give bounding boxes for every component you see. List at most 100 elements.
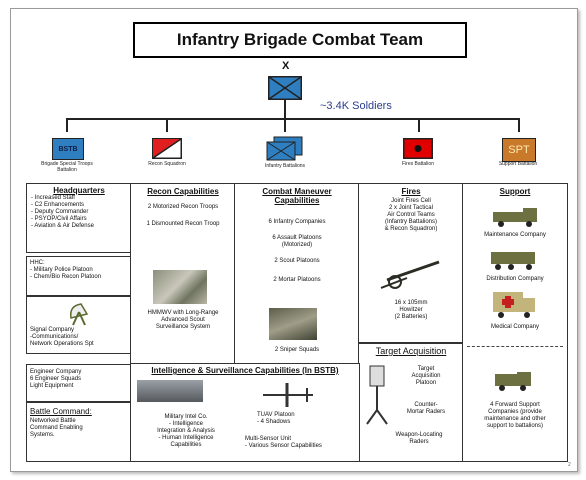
recon-item: 1 Dismounted Recon Troop [146, 221, 220, 227]
maneuver-item: 6 Assault Platoons (Motorized) [272, 235, 322, 248]
slide-frame [10, 8, 578, 472]
intel-title: Intelligence & Surveillance Capabilities… [151, 366, 339, 375]
distribution-truck-icon [491, 252, 535, 270]
support-item: Maintenance Company [484, 232, 546, 238]
target-line: Acquisition [411, 373, 441, 379]
fires-line: Joint Fires Cell [391, 198, 431, 204]
howitzer-line: (2 Batteries) [394, 314, 428, 320]
recon-title: Recon Capabilities [147, 187, 219, 196]
radar-line: Mortar Raders [406, 409, 446, 415]
brigade-symbol [268, 76, 302, 100]
maneuver-box: Combat Maneuver Capabilities 6 Infantry … [234, 183, 360, 365]
intel-box: Intelligence & Surveillance Capabilities… [130, 363, 360, 462]
engineer-box: Engineer Company 6 Engineer Squads Light… [26, 364, 132, 402]
recon-icon [152, 138, 182, 159]
fsc-truck-icon [495, 372, 531, 391]
fires-box: Fires Joint Fires Cell 2 x Joint Tactica… [358, 183, 464, 343]
engineer-line: Light Equipment [30, 383, 74, 389]
unit-label-bstb: Brigade Special Troops Battalion [41, 161, 93, 173]
tuav-line: - 4 Shadows [257, 419, 291, 425]
target-title: Target Acquisition [375, 346, 447, 356]
mi-photo [137, 380, 203, 402]
mi-line: - Intelligence [168, 421, 204, 427]
unit-label-fires: Fires Battalion [402, 161, 434, 167]
unit-label-infantry: Infantry Battalions [264, 163, 306, 169]
fsc-line: support to battalions) [486, 423, 544, 429]
uav-icon [263, 383, 313, 407]
tree-drop-1 [66, 118, 68, 132]
unit-label-support: Support Battalion [498, 161, 538, 167]
sensor-line: - Various Sensor Capabilities [245, 443, 322, 449]
artillery-icon [403, 138, 433, 159]
fsc-line: 4 Forward Support [490, 402, 540, 408]
hq-item: - PSYOP/Civil Affairs [31, 216, 87, 222]
maneuver-item: 2 Mortar Platoons [273, 277, 321, 283]
wlr-line: Weapon-Locating [395, 432, 443, 438]
tree-drop-4 [418, 118, 420, 132]
mi-line: Military Intel Co. [164, 414, 208, 420]
hq-box: Headquarters - Increased Staff - C2 Enha… [26, 183, 132, 253]
tree-trunk [284, 100, 286, 118]
fsc-line: maintenance and other [484, 416, 546, 422]
soldiers-photo [269, 308, 317, 340]
brigade-echelon-mark: X [282, 60, 290, 72]
target-line: Target [417, 366, 435, 372]
fires-line: Air Control Teams [387, 212, 435, 218]
hhc-title: HHC: [30, 260, 45, 266]
engineer-line: Engineer Company [30, 369, 82, 375]
tree-drop-5 [518, 118, 520, 132]
engineer-line: 6 Engineer Squads [30, 376, 82, 382]
maneuver-item: 2 Sniper Squads [274, 347, 320, 353]
howitzer-icon [380, 260, 440, 289]
support-divider [467, 346, 563, 347]
fsc-line: Companies (provide [488, 409, 542, 415]
maneuver-item: 6 Infantry Companies [268, 219, 326, 225]
unit-label-recon: Recon Squadron [148, 161, 186, 167]
hmmwv-photo [153, 270, 207, 304]
fires-line: & Recon Squadron) [384, 226, 438, 232]
support-title: Support [499, 187, 531, 196]
hq-item: - Aviation & Air Defense [31, 223, 94, 229]
support-box: Support Maintenance Company Distribution… [462, 183, 568, 462]
hhc-item: - Chem/Bio Recon Platoon [30, 274, 102, 280]
fires-title: Fires [401, 187, 421, 196]
recon-box: Recon Capabilities 2 Motorized Recon Tro… [130, 183, 236, 365]
signal-line: Signal Company [30, 327, 75, 333]
hq-item: - C2 Enhancements [31, 202, 85, 208]
bstb-symbol: BSTB [52, 138, 84, 160]
signal-line: Network Operations Spt [30, 341, 94, 347]
battle-command-box: Battle Command: Networked Battle Command… [26, 402, 132, 462]
battle-line: Networked Battle [30, 418, 76, 424]
tree-drop-2 [166, 118, 168, 132]
mi-line: - Human Intelligence [158, 435, 214, 441]
battle-line: Command Enabling [30, 425, 83, 431]
hhc-box: HHC: - Military Police Platoon - Chem/Bi… [26, 256, 132, 296]
page-number: 2 [568, 462, 571, 468]
satellite-dish-icon [69, 303, 89, 326]
tree-drop-3 [284, 118, 286, 132]
infantry-icon [268, 76, 302, 100]
hq-title: Headquarters [53, 186, 105, 195]
maneuver-title: Combat Maneuver Capabilities [262, 187, 332, 205]
tuav-line: TUAV Platoon [257, 412, 295, 418]
maintenance-truck-icon [493, 208, 537, 227]
mi-line: Integration & Analysis [157, 428, 215, 434]
soldier-count: ~3.4K Soldiers [320, 100, 392, 112]
recon-symbol [152, 138, 182, 159]
fires-line: (Infantry Battalions) [384, 219, 438, 225]
support-item: Distribution Company [486, 276, 544, 282]
recon-item: 2 Motorized Recon Troops [147, 204, 219, 210]
fires-symbol [403, 138, 433, 159]
mi-line: Capabilities [170, 442, 202, 448]
hq-item: - Deputy Commander [31, 209, 89, 215]
hhc-item: - Military Police Platoon [30, 267, 93, 273]
sensor-line: Multi-Sensor Unit [245, 436, 292, 442]
tree-branch [66, 118, 518, 120]
radar-icon [366, 365, 388, 425]
radar-line: Counter- [414, 402, 438, 408]
signal-box: Signal Company -Communications/ Network … [26, 296, 132, 354]
spt-symbol: SPT [502, 138, 536, 162]
howitzer-line: 16 x 105mm [394, 300, 428, 306]
wlr-line: Raders [409, 439, 429, 445]
target-line: Platoon [415, 380, 437, 386]
